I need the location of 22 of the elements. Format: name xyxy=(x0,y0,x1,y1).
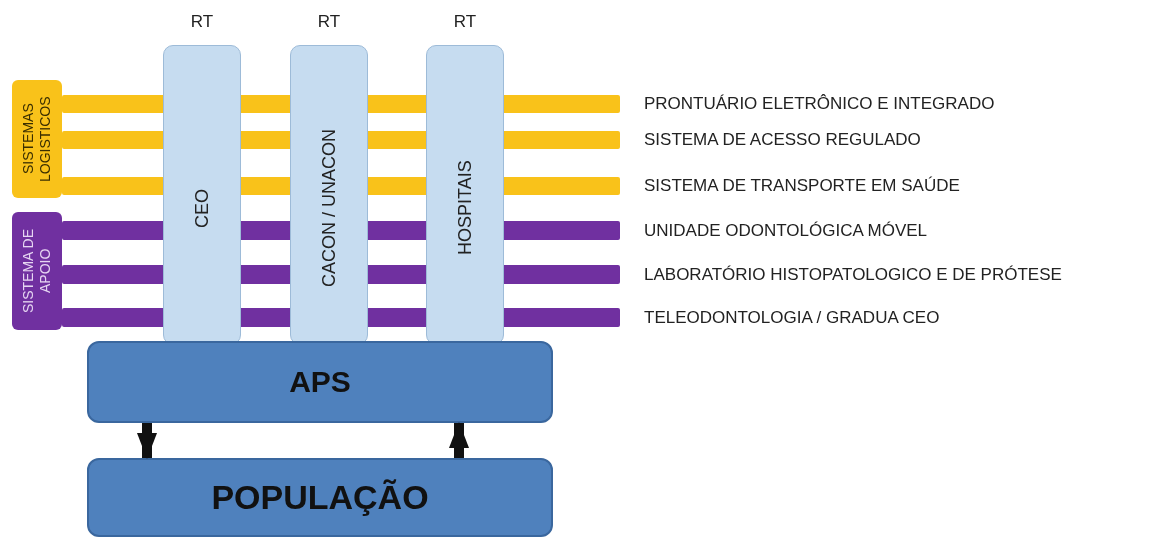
category-tab xyxy=(12,212,62,330)
bar-label: PRONTUÁRIO ELETRÔNICO E INTEGRADO xyxy=(644,94,995,114)
pillar-label: HOSPITAIS xyxy=(453,159,476,258)
category-tab xyxy=(12,80,62,198)
bar-label: TELEODONTOLOGIA / GRADUA CEO xyxy=(644,307,940,328)
level-box xyxy=(87,458,553,537)
bar-label: UNIDADE ODONTOLÓGICA MÓVEL xyxy=(644,220,928,241)
arrow xyxy=(449,422,469,458)
box-label: APS xyxy=(289,365,351,399)
pillar-label: CACON / UNACON xyxy=(317,128,340,289)
bar-label: LABORATÓRIO HISTOPATOLOGICO E DE PRÓTESE xyxy=(644,264,1062,285)
bar-label: SISTEMA DE TRANSPORTE EM SAÚDE xyxy=(644,176,960,196)
level-box xyxy=(87,341,553,423)
box-label: POPULAÇÃO xyxy=(211,478,429,517)
pillar-heading: RT xyxy=(316,12,342,32)
pillar-heading: RT xyxy=(452,12,478,32)
tab-label: SISTEMA DE APOIO xyxy=(19,228,54,315)
pillar-label: CEO xyxy=(190,187,213,230)
tab-label: SISTEMAS LOGISTICOS xyxy=(19,95,54,184)
bar-label: SISTEMA DE ACESSO REGULADO xyxy=(644,130,921,150)
pillar-heading: RT xyxy=(189,12,215,32)
arrow xyxy=(137,423,157,459)
